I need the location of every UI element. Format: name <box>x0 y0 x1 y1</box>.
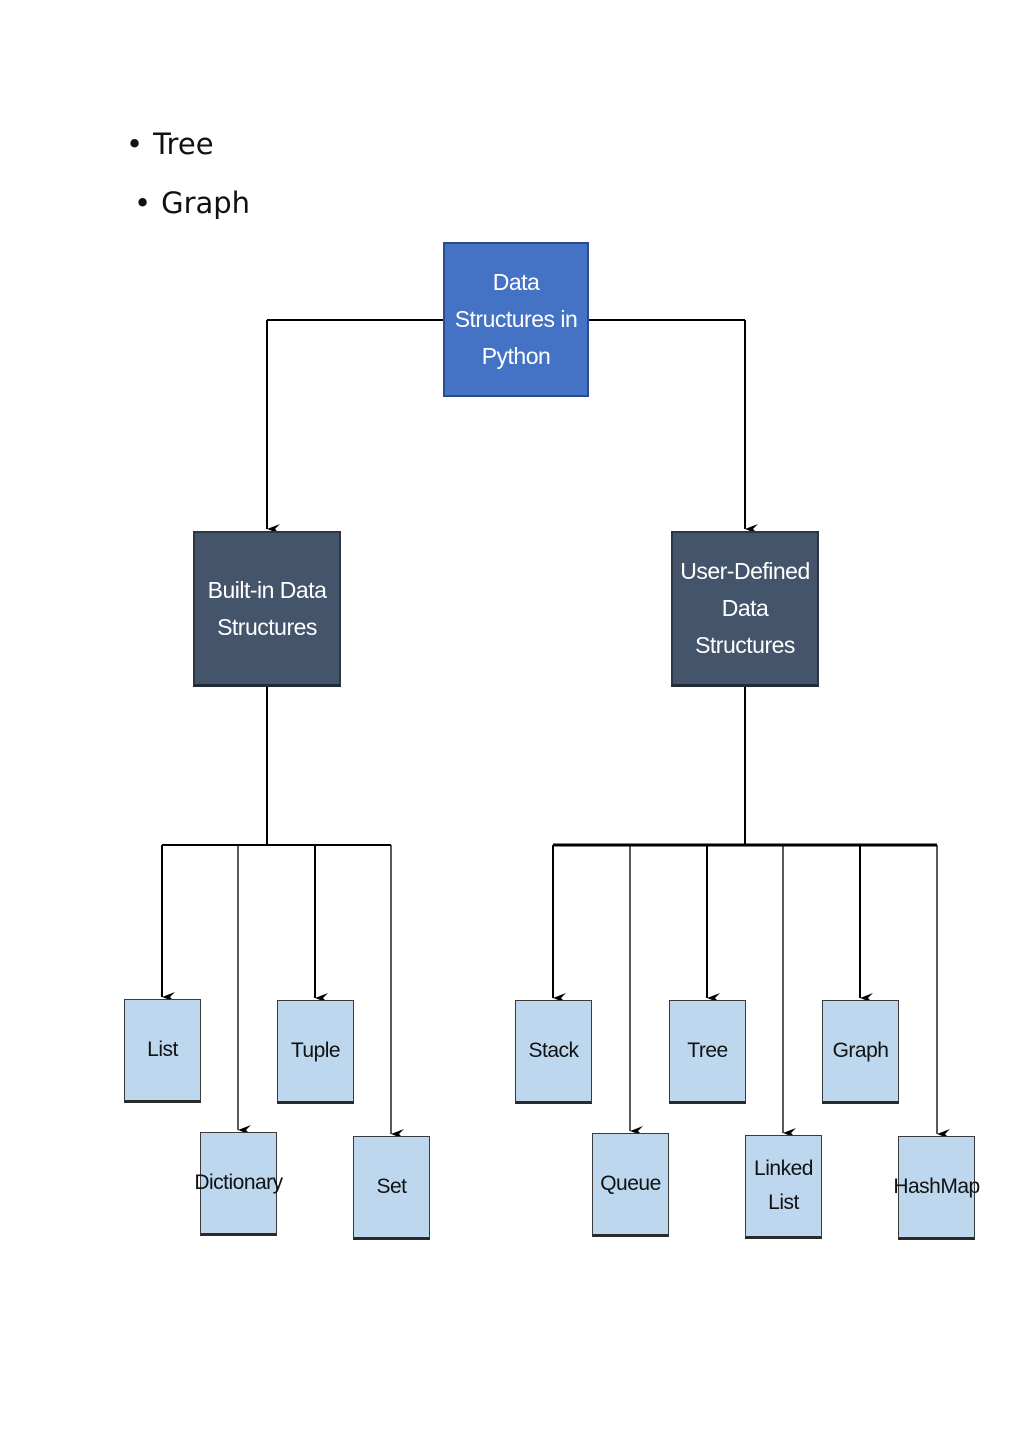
leaf-node-label: Tree <box>687 1039 728 1063</box>
bullet-text: Graph <box>161 186 251 220</box>
category-node-user-defined: User-Defined Data Structures <box>671 531 819 687</box>
leaf-node-set: Set <box>353 1136 430 1240</box>
leaf-node-label: HashMap <box>893 1175 980 1199</box>
leaf-node-label: Linked List <box>754 1157 813 1214</box>
bullet-item-graph: • Graph <box>134 186 250 220</box>
leaf-node-tree: Tree <box>669 1000 746 1104</box>
leaf-node-label: Stack <box>528 1039 579 1063</box>
leaf-node-label: Tuple <box>290 1039 341 1063</box>
leaf-node-graph: Graph <box>822 1000 899 1104</box>
bullet-text: Tree <box>153 127 214 161</box>
leaf-node-hashmap: HashMap <box>893 1136 980 1240</box>
category-node-label: User-Defined Data Structures <box>680 558 810 658</box>
bullet-symbol: • <box>126 127 144 161</box>
leaf-node-label: Queue <box>600 1172 661 1196</box>
leaf-node-tuple: Tuple <box>277 1000 354 1104</box>
leaf-node-label: Set <box>376 1175 407 1199</box>
leaf-node-dictionary: Dictionary <box>194 1132 283 1236</box>
bullet-item-tree: • Tree <box>126 127 214 161</box>
leaf-node-label: List <box>147 1038 178 1062</box>
leaf-node-label: Dictionary <box>194 1171 283 1195</box>
leaf-node-linked-list: Linked List <box>745 1135 822 1239</box>
leaf-node-list: List <box>124 999 201 1103</box>
root-node-label: Data Structures in Python <box>454 269 578 369</box>
leaf-node-stack: Stack <box>515 1000 592 1104</box>
leaf-node-label: Graph <box>832 1039 889 1063</box>
category-node-label: Built-in Data Structures <box>207 576 327 640</box>
category-node-built-in: Built-in Data Structures <box>193 531 341 687</box>
leaf-node-queue: Queue <box>592 1133 669 1237</box>
root-node: Data Structures in Python <box>443 242 589 397</box>
bullet-symbol: • <box>134 186 152 220</box>
